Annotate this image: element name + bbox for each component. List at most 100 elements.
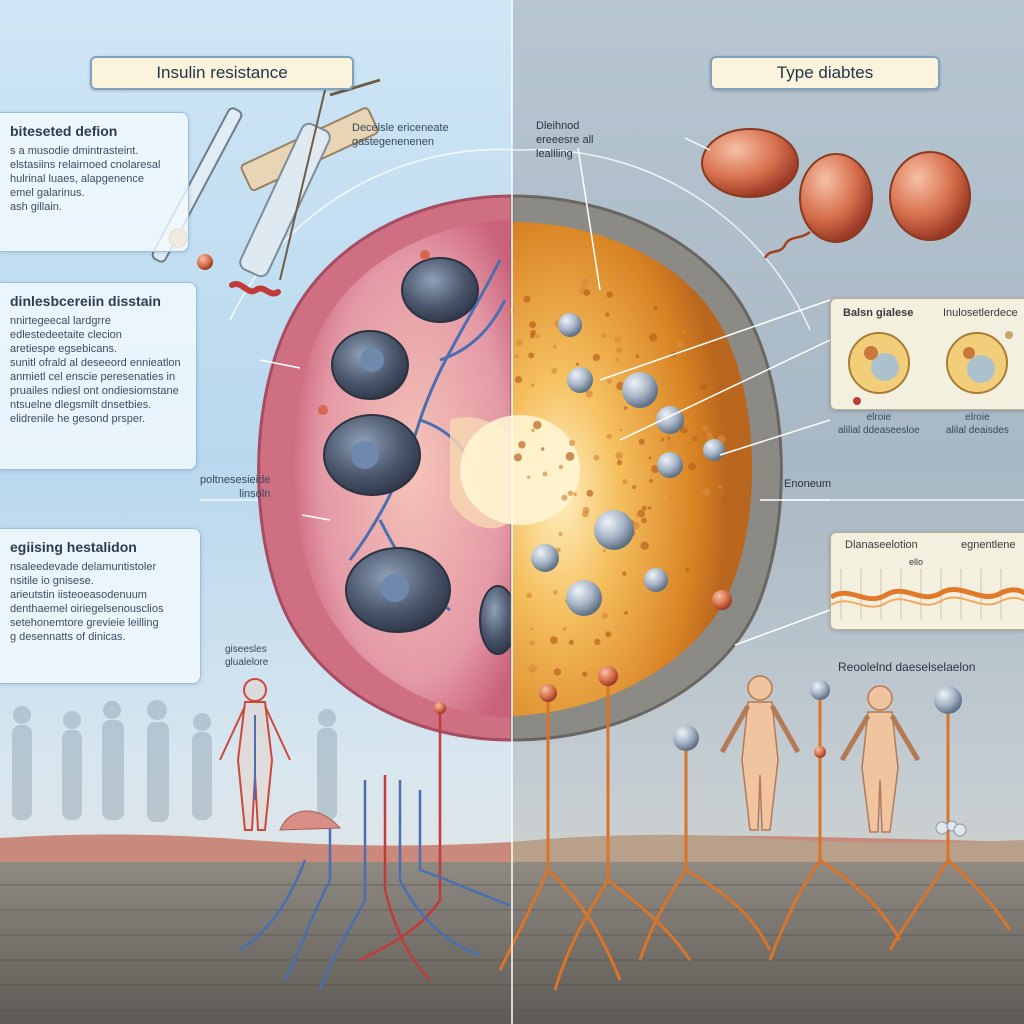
granule (677, 514, 684, 521)
red-cell-tail (763, 230, 811, 259)
granule (622, 571, 627, 576)
granule (567, 490, 574, 496)
left-panel-1-line: hulrinal luaes, alapgenence (10, 173, 144, 185)
left-panel-3-line: nsitile io gnisese. (10, 575, 94, 587)
granule (635, 354, 640, 359)
figure-right-1 (719, 675, 801, 831)
left-cell (257, 194, 517, 742)
granule (583, 289, 591, 297)
granule (618, 272, 624, 279)
beta-panel-right-label: Inulosetlerdece (943, 307, 1018, 319)
granule (535, 333, 540, 339)
left-panel-2: dinlesbcereiin disstain nnirtegeecal lar… (0, 282, 197, 470)
left-panel-2-line: ntsuelne dlegsmilt dnsetbies. (10, 399, 152, 411)
granule (553, 590, 558, 595)
granule (531, 428, 535, 432)
granule (582, 671, 588, 677)
left-panel-2-line: aretiespe egsebicans. (10, 343, 118, 355)
left-panel-2-line: anmietl cel enscie peresenaties in (10, 371, 176, 383)
granule (550, 636, 558, 644)
granule (637, 509, 645, 518)
left-panel-2-line: pruailes ndiesl ont ondiesiomstane (10, 385, 179, 397)
granule (641, 517, 647, 524)
granule (551, 367, 558, 374)
granule (552, 344, 557, 349)
granule (615, 451, 623, 460)
granule (529, 321, 537, 329)
granule (593, 454, 600, 461)
left-panel-2-line: elidrenile he gesond prsper. (10, 413, 146, 425)
granule (558, 464, 564, 470)
granule (649, 479, 653, 483)
granule (605, 631, 612, 638)
granule (702, 487, 711, 496)
granule (528, 352, 535, 359)
callout-glucose: giseesles glualelore (225, 644, 269, 668)
left-panel-3-line: denthaemel oiriegelsenousclios (10, 603, 164, 615)
figure-left-vascular (219, 678, 291, 831)
granule (649, 333, 658, 342)
granule (623, 406, 628, 410)
granule (667, 436, 671, 440)
wave-signal (831, 569, 1024, 619)
granule (558, 260, 563, 264)
right-roots (498, 680, 1012, 991)
title-insulin-resistance-text: Insulin resistance (156, 63, 288, 82)
callout-reduced: Reoolelnd daeselselaelon (838, 660, 976, 674)
left-panel-2-line: sunitl ofrald al deseeord ennieatlon (10, 357, 181, 369)
granule (706, 432, 713, 438)
left-panel-1-line: emel galarinus. (10, 187, 85, 199)
left-cell-nuclei (323, 257, 517, 655)
granule (530, 627, 534, 631)
center-divider (511, 0, 513, 1024)
granule (527, 475, 531, 479)
beta-cell-panel: Balsn gialese Inulosetlerdece (830, 298, 1024, 410)
granule (606, 433, 612, 440)
left-panel-1-heading: biteseted defion (10, 123, 118, 139)
granule (642, 505, 647, 511)
granule (718, 485, 722, 490)
granule (669, 496, 674, 500)
granule (558, 532, 563, 536)
left-panel-3-line: g desennatts of dinicas. (10, 631, 126, 643)
granule (514, 354, 519, 359)
granule (529, 640, 535, 646)
wave-panel-left-label: Dlanaseelotion (845, 539, 918, 551)
granule (683, 422, 692, 430)
granule (646, 309, 653, 316)
granule (573, 492, 577, 496)
granule (518, 441, 526, 449)
left-panel-1-line: ash gillain. (10, 201, 62, 213)
granule (528, 664, 537, 673)
granule (565, 452, 575, 461)
beta-cell-icons (848, 331, 1013, 405)
beta-panel-left-label: Balsn gialese (843, 307, 914, 319)
granule (647, 506, 652, 510)
granule (569, 439, 576, 447)
granule (688, 462, 697, 471)
left-panel-3-line: nsaleedevade delamuntistoler (10, 561, 157, 573)
left-panel-2-heading: dinlesbcereiin disstain (10, 293, 161, 309)
granule (515, 339, 523, 346)
left-panel-2-line: nnirtegeecal lardgrre (10, 315, 111, 327)
granule (594, 638, 601, 646)
crystal-pile (935, 820, 967, 837)
granule (653, 305, 658, 311)
granule (720, 496, 728, 504)
granule (563, 627, 567, 631)
granule (601, 333, 607, 338)
granule (601, 612, 608, 619)
beta-panel-right-caption: elroie alilal deaisdes (946, 412, 1009, 436)
granule (513, 453, 522, 462)
granule (666, 318, 670, 322)
figure-right-2 (839, 685, 921, 833)
right-cell (460, 194, 783, 742)
granule (702, 425, 709, 432)
granule (661, 382, 665, 387)
granule (614, 336, 621, 343)
left-panel-2-line: edlestedeetaite clecion (10, 329, 122, 341)
tissue-fragment (279, 810, 342, 831)
granule (660, 437, 665, 442)
granule (529, 333, 535, 339)
insulin-ribbon (229, 281, 281, 297)
